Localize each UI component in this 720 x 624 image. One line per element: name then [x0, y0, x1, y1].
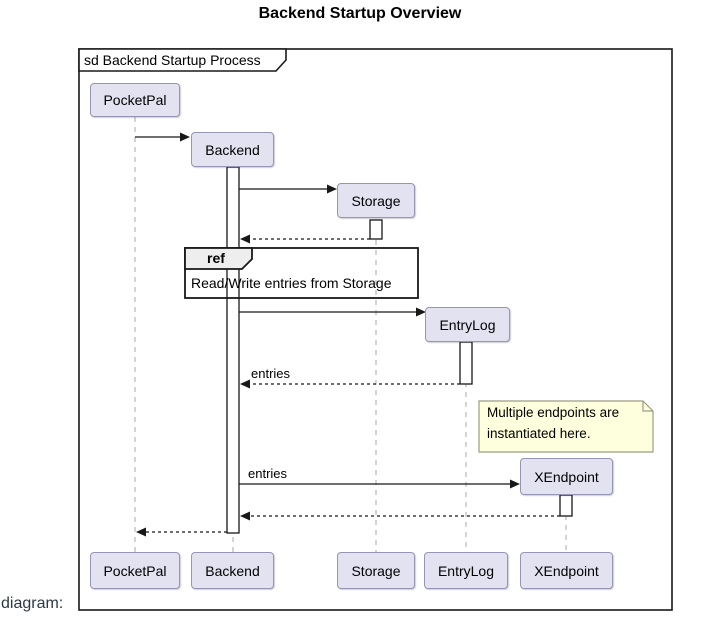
- participant-top-xendpoint: XEndpoint: [520, 458, 613, 495]
- activation-backend: [226, 166, 240, 534]
- page-caption: diagram:: [1, 595, 64, 612]
- frame-tab: [78, 48, 287, 72]
- arrow-xendpoint-return-backend: [240, 511, 560, 521]
- participant-bottom-backend: Backend: [191, 552, 274, 589]
- frame-label: sd Backend Startup Process: [84, 52, 261, 68]
- note-text-line1: Multiple endpoints are: [487, 405, 620, 420]
- arrow-pocketpal-to-backend: [135, 132, 190, 142]
- arrow-entrylog-return-backend: [240, 379, 460, 389]
- participant-top-storage: Storage: [337, 183, 415, 218]
- activation-xendpoint: [559, 494, 573, 517]
- arrow-backend-to-storage: [239, 184, 337, 194]
- activation-entrylog: [459, 341, 473, 385]
- ref-fragment-border: [184, 247, 419, 299]
- arrow-backend-to-xendpoint: [239, 479, 520, 489]
- note-text-line2: instantiated here.: [487, 426, 591, 441]
- diagram-title: Backend Startup Overview: [258, 5, 462, 22]
- participant-bottom-entrylog: EntryLog: [424, 552, 508, 589]
- message-label-entries-send: entries: [248, 466, 288, 481]
- message-label-entries-return: entries: [251, 366, 291, 381]
- activation-storage: [369, 219, 383, 240]
- arrow-storage-return-backend: [240, 234, 370, 244]
- participant-bottom-storage: Storage: [337, 552, 415, 589]
- participant-top-pocketpal: PocketPal: [90, 83, 180, 117]
- ref-text: Read/Write entries from Storage: [191, 275, 392, 291]
- participant-top-entrylog: EntryLog: [425, 307, 510, 342]
- participant-bottom-pocketpal: PocketPal: [90, 552, 180, 589]
- ref-fragment-tab: [184, 247, 253, 270]
- frame-border: [78, 48, 673, 611]
- arrow-backend-to-entrylog: [239, 307, 426, 317]
- arrow-backend-return-pocketpal: [136, 527, 227, 537]
- participant-bottom-xendpoint: XEndpoint: [520, 552, 613, 589]
- ref-keyword: ref: [207, 250, 225, 266]
- participant-top-backend: Backend: [191, 132, 274, 167]
- note-shape: [478, 400, 654, 453]
